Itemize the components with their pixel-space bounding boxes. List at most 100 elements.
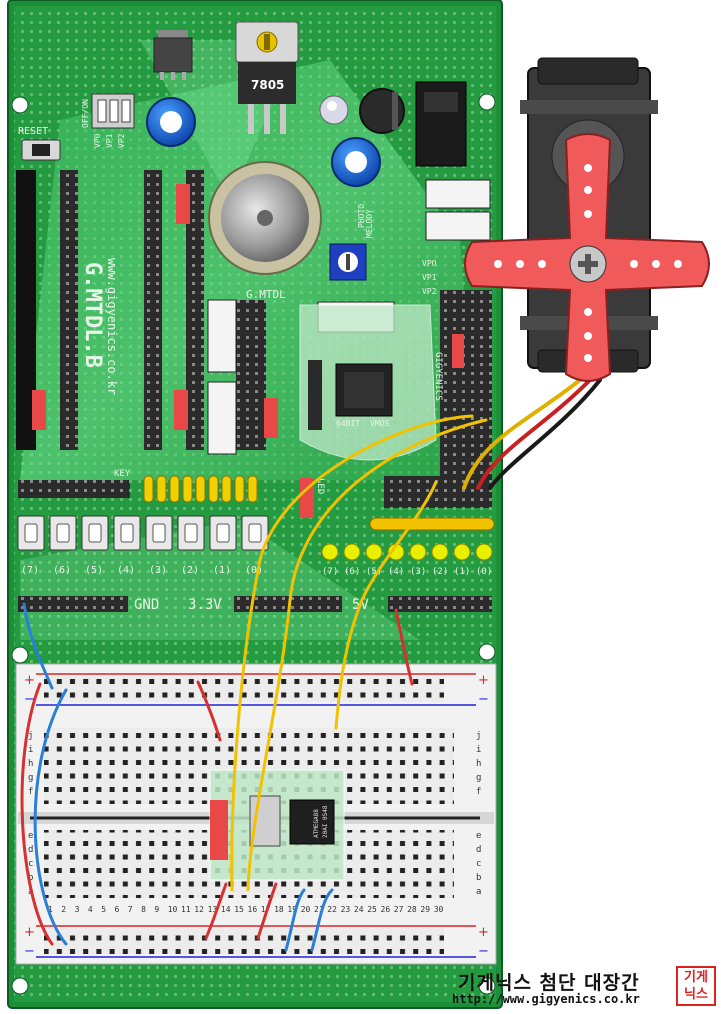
push-button-0[interactable] [17,515,45,551]
jumper-wires [20,378,602,952]
column-number: 13 [208,905,218,914]
horn-hole [584,308,592,316]
button-number: (5) [85,565,103,576]
button-numbers: (7)(6)(5)(4)(3)(2)(1)(0) [21,565,263,576]
column-number: 29 [420,905,430,914]
column-number: 18 [274,905,284,914]
dc-jack [415,81,467,167]
column-number: 30 [434,905,444,914]
column-number: 24 [354,905,364,914]
column-number: 2 [61,905,66,914]
column-number: 9 [154,905,159,914]
row-letter-right: b [476,873,481,883]
capacitor-1 [146,97,196,147]
led-number: (7) [322,567,338,577]
push-button-5[interactable] [177,515,205,551]
board-name-label: G.MTDL.B [80,262,105,368]
push-button-4[interactable] [145,515,173,551]
row-letter-left: e [28,831,33,841]
column-number: 8 [141,905,146,914]
row-letter-right: f [476,787,481,797]
led-number: (1) [454,567,470,577]
led-number: (0) [476,567,492,577]
led-0 [321,543,339,561]
reset-label: RESET [18,126,48,137]
row-letter-right: i [476,745,481,755]
push-button-2[interactable] [81,515,109,551]
resistor [169,475,180,503]
push-button-1[interactable] [49,515,77,551]
buzzer [208,161,322,275]
row-letter-left: g [28,773,33,783]
resistor [156,475,167,503]
button-number: (3) [149,565,167,576]
led-number: (6) [344,567,360,577]
melody-label: MELODY [365,209,374,238]
chip-line1: ATMEGA88 [313,809,320,838]
push-button-7[interactable] [241,515,269,551]
column-number: 3 [75,905,80,914]
gnd-label: GND [134,597,159,613]
switch-label-vp1: VP1 [105,133,114,148]
horn-hole [494,260,502,268]
horn-hole [584,210,592,218]
led-6 [453,543,471,561]
key-label: KEY [114,469,131,479]
column-number: 1 [48,905,53,914]
resistor [182,475,193,503]
row-letter-right: d [476,845,481,855]
column-number: 26 [381,905,391,914]
row-letter-left: f [28,787,33,797]
trimmer-potentiometer[interactable] [329,243,367,281]
brand-block: 기게닉스 첨단 대장간 http://www.gigyenics.co.kr [452,966,682,1010]
column-number: 12 [194,905,204,914]
led-1 [343,543,361,561]
yellow-bus-bar [369,517,495,531]
column-number: 11 [181,905,191,914]
header-label-vp1: VP1 [422,273,437,282]
brand-url[interactable]: http://www.gigyenics.co.kr [452,992,640,1006]
led-row [321,543,493,561]
rail-plus-top-right: + [478,673,489,688]
column-number: 23 [341,905,351,914]
button-number: (4) [117,565,135,576]
horn-hole [516,260,524,268]
push-button-6[interactable] [209,515,237,551]
horn-hole [584,332,592,340]
dip-switch[interactable] [91,93,135,129]
brand-stamp-line2: 닉스 [684,987,708,1002]
row-letter-right: h [476,759,481,769]
mcu-module [299,304,437,461]
button-number: (0) [245,565,263,576]
rail-minus-top-right: − [478,692,489,707]
row-letter-right: c [476,859,481,869]
small-regulator [153,30,193,80]
3v3-label: 3.3V [188,597,222,613]
regulator-label: 7805 [251,78,284,92]
resistor [195,475,206,503]
horn-hole [584,186,592,194]
capacitor-2 [331,137,381,187]
module-name-label: G.MTDL [246,288,286,301]
reset-button[interactable] [21,139,61,161]
horn-hole [584,354,592,362]
column-number: 22 [327,905,337,914]
rail-plus-bottom-left: + [24,925,35,940]
horn-hole [630,260,638,268]
resistor [221,475,232,503]
led-2 [365,543,383,561]
row-letter-right: j [476,731,481,741]
push-buttons[interactable] [17,515,269,551]
led-number: (2) [432,567,448,577]
row-letter-left: j [28,731,33,741]
servo-horn[interactable] [464,133,710,382]
column-number: 20 [301,905,311,914]
button-number: (6) [53,565,71,576]
column-number: 27 [394,905,404,914]
column-number: 6 [115,905,120,914]
push-button-3[interactable] [113,515,141,551]
column-number: 21 [314,905,324,914]
rail-minus-bottom-right: − [478,944,489,959]
